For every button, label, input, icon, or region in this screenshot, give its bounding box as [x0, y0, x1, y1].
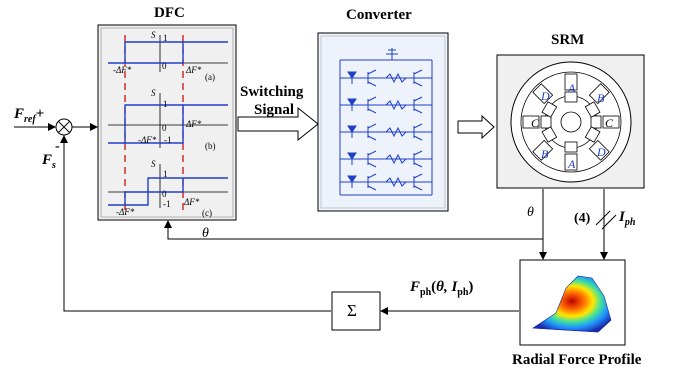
plot-c-neg: -ΔF* [116, 207, 135, 217]
plot-c-tag: (c) [202, 208, 212, 218]
plot-b-neg: -ΔF* [138, 135, 157, 145]
plot-b-s: S [151, 88, 156, 98]
fs-sub: s [52, 160, 56, 171]
theta-feedback: θ [202, 226, 209, 241]
sum-symbol: Σ [347, 301, 357, 320]
pole-d-upper-left: D [541, 89, 550, 103]
fph-label: Fph(θ, Iph) [410, 280, 473, 298]
hysteresis-plot-c [108, 164, 228, 208]
fph-sub: ph [420, 287, 432, 298]
plot-b-tag: (b) [205, 141, 216, 151]
plot-a-tag: (a) [205, 72, 215, 82]
fph-comma: , I [443, 279, 458, 295]
pole-b-upper-right: B [597, 91, 605, 105]
pole-a-top: A [568, 81, 576, 95]
signal-label: Signal [254, 102, 295, 118]
fph-close: ) [468, 279, 474, 295]
signal-lines [14, 114, 617, 315]
converter-block [317, 32, 449, 212]
fs-main: F [42, 152, 53, 168]
dfc-title: DFC [154, 5, 185, 21]
plot-b-pos: ΔF* [186, 119, 202, 129]
profile-title: Radial Force Profile [512, 352, 642, 368]
sum-block [331, 291, 381, 331]
plot-c-pos: ΔF* [184, 197, 200, 207]
converter-title: Converter [346, 7, 412, 23]
switching-label: Switching [240, 84, 304, 100]
force-profile-block [519, 259, 626, 346]
plot-c-zero: 0 [162, 189, 167, 199]
plot-b-neg-one: -1 [164, 135, 172, 145]
fph-theta: θ [436, 279, 444, 295]
fref-sub: ref [24, 114, 36, 125]
pole-c-left: C [531, 116, 540, 130]
converter-circuit [339, 48, 433, 196]
dfc-block [97, 24, 237, 221]
srm-title: SRM [551, 32, 585, 48]
plot-a-zero: 0 [162, 61, 167, 71]
pole-b-lower-left: B [541, 147, 549, 161]
theta-srm: θ [527, 205, 534, 220]
plot-c-s: S [151, 159, 156, 169]
switching-signal-arrow [237, 106, 319, 142]
hysteresis-plot-a [108, 35, 228, 72]
iph-sub: ph [624, 217, 636, 228]
plot-a-one: 1 [163, 33, 168, 43]
summing-junction [55, 118, 73, 136]
rotor [540, 91, 602, 153]
pole-c-right: C [605, 116, 614, 130]
iph-main: I [619, 209, 625, 225]
iph-label: Iph [619, 210, 635, 228]
fph-main: F [410, 279, 421, 295]
fref-main: F [14, 106, 25, 122]
plot-b-zero: 0 [162, 123, 167, 133]
fs-minus: - [55, 139, 60, 154]
fref-label: Fref+ [14, 107, 44, 125]
fph-args-sub: ph [457, 287, 469, 298]
fph-open: ( [431, 279, 437, 295]
hysteresis-plot-b [108, 93, 228, 148]
stator-poles [522, 73, 620, 171]
fref-plus: + [35, 106, 45, 122]
plot-a-s: S [151, 30, 156, 40]
plot-b-one: 1 [163, 99, 168, 109]
plot-c-one: 1 [163, 169, 168, 179]
plot-a-neg: -ΔF* [113, 65, 132, 75]
fs-label: Fs [42, 153, 56, 171]
phase-count: (4) [574, 211, 591, 226]
plot-a-pos: ΔF* [186, 65, 202, 75]
pole-d-lower-right: D [597, 145, 606, 159]
srm-block [496, 54, 645, 189]
plot-c-neg-one: -1 [163, 199, 171, 209]
pole-a-bottom: A [568, 157, 576, 171]
